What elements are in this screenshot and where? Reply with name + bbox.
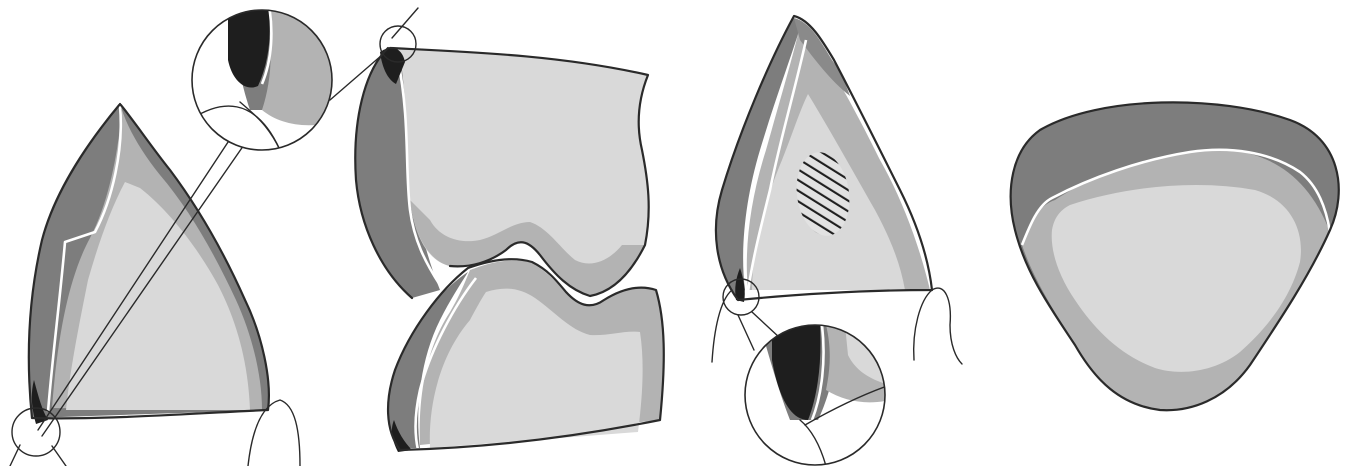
magnifier-pointer-line [392,8,418,38]
premolar-neighbour-right [914,288,962,364]
molar-pair-section [330,8,664,452]
premolar-section [712,16,962,364]
premolar-pointer-line-2 [738,315,754,350]
incisor-root-line-2 [52,446,66,466]
premolar-pointer-line [752,312,780,338]
tooth-cross-section [1011,102,1339,410]
magnifier-panel-3 [745,325,890,466]
incisor-section [10,104,300,466]
magnifier-panel-1 [190,0,340,158]
incisor-root-line [10,445,20,466]
magnifier-1-middle-layer [262,0,340,125]
premolar-neighbour-left [712,290,732,362]
